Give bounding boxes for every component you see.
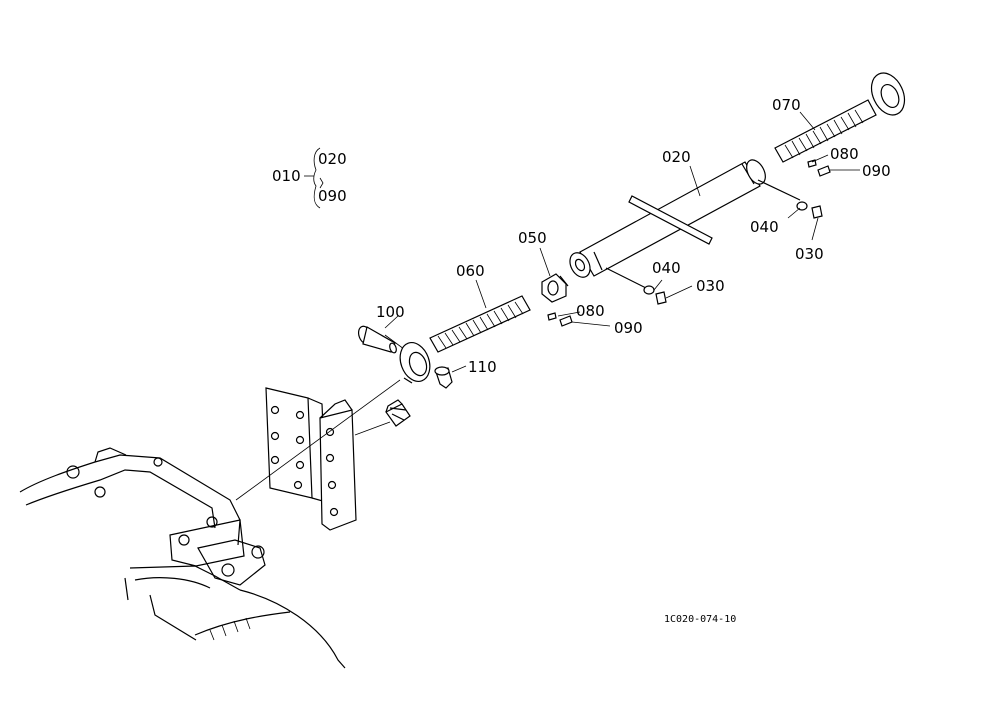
pin-100 (357, 325, 397, 354)
assembly-bracket-010 (304, 147, 324, 209)
callout-010: 010 (272, 167, 301, 185)
callout-060: 060 (456, 262, 485, 280)
callout-040-right: 040 (750, 218, 779, 236)
callout-080-mid: 080 (576, 302, 605, 320)
callout-030-mid: 030 (696, 277, 725, 295)
callout-090-right: 090 (862, 162, 891, 180)
callout-020: 020 (662, 148, 691, 166)
callout-050: 050 (518, 229, 547, 247)
turnbuckle-tube-020 (569, 159, 801, 291)
washer-bolt-040-030-right (796, 201, 823, 219)
callout-020-top: 020 (318, 150, 347, 168)
leader-lines (384, 111, 860, 373)
callout-080-right: 080 (830, 145, 859, 163)
mounting-bracket (265, 387, 357, 531)
callout-100: 100 (376, 303, 405, 321)
callout-070: 070 (772, 96, 801, 114)
set-pin-080-090-right (807, 159, 831, 177)
callout-090-mid: 090 (614, 319, 643, 337)
lock-nut-050 (541, 273, 569, 303)
callout-labels: 010 020 090 020 070 080 090 040 030 050 … (272, 96, 891, 625)
callout-030-right: 030 (795, 245, 824, 263)
fitting-110 (434, 366, 453, 389)
figure-code: 1C020-074-10 (664, 614, 736, 625)
bracket-bolt (385, 399, 411, 427)
threaded-rod-060 (399, 295, 531, 384)
tractor-rear-housing (19, 447, 346, 669)
threaded-rod-070 (774, 72, 906, 163)
callout-090-top: 090 (318, 187, 347, 205)
washer-bolt-040-030-mid (643, 285, 667, 305)
callout-110: 110 (468, 358, 497, 376)
callout-040-mid: 040 (652, 259, 681, 277)
set-pin-080-090-mid (547, 312, 573, 327)
